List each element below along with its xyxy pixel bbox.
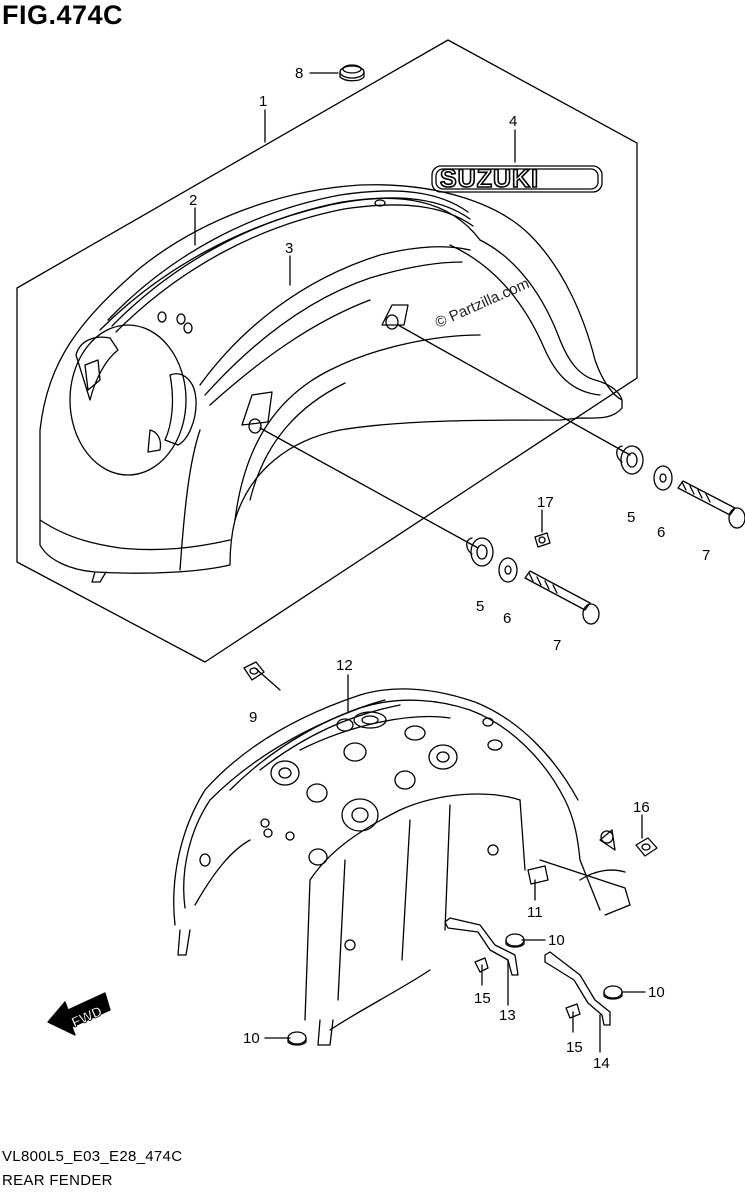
callout-9: 9 bbox=[249, 709, 257, 726]
callout-14: 14 bbox=[593, 1055, 610, 1072]
leader-axis-left bbox=[259, 427, 479, 549]
nut-17 bbox=[534, 532, 551, 548]
washer-6-left bbox=[498, 557, 518, 583]
callout-13: 13 bbox=[499, 1007, 516, 1024]
bolt-7-right bbox=[677, 480, 745, 529]
nut-10-b bbox=[603, 985, 623, 1000]
clip-15-b bbox=[565, 1003, 581, 1019]
leader-9 bbox=[254, 667, 281, 691]
callout-8: 8 bbox=[295, 65, 303, 82]
callout-2: 2 bbox=[189, 192, 197, 209]
bracket-13 bbox=[444, 917, 519, 976]
callout-1: 1 bbox=[259, 93, 267, 110]
suzuki-emblem-outline bbox=[431, 165, 603, 193]
callout-3: 3 bbox=[285, 240, 293, 257]
callout-4: 4 bbox=[509, 113, 517, 130]
figure-name: REAR FENDER bbox=[2, 1172, 113, 1189]
callout-16: 16 bbox=[633, 799, 650, 816]
clip-15-a bbox=[474, 957, 489, 973]
figure-code: VL800L5_E03_E28_474C bbox=[2, 1148, 183, 1165]
nut-16 bbox=[635, 837, 658, 857]
callout-7-left: 7 bbox=[553, 637, 561, 654]
bracket-14 bbox=[544, 951, 611, 1026]
nut-10-c bbox=[287, 1031, 307, 1046]
spacer-5-left bbox=[466, 537, 494, 567]
rear-fender-part bbox=[39, 184, 623, 583]
nut-9 bbox=[243, 661, 265, 681]
suzuki-logo-text: SUZUKI bbox=[440, 165, 539, 193]
bolt-7-left bbox=[524, 570, 600, 625]
callout-numbers: 8 1 4 2 3 17 5 6 7 5 6 7 12 9 16 11 10 1… bbox=[189, 65, 710, 1072]
figure-title: FIG.474C bbox=[2, 0, 124, 30]
callout-11: 11 bbox=[527, 904, 543, 921]
callout-6-right: 6 bbox=[657, 524, 665, 541]
callout-10-a: 10 bbox=[548, 932, 565, 949]
callout-7-right: 7 bbox=[702, 547, 710, 564]
label-11 bbox=[527, 865, 549, 885]
washer-6-right bbox=[653, 465, 673, 491]
callout-15-a: 15 bbox=[474, 990, 491, 1007]
inner-fender-part bbox=[173, 688, 631, 1046]
callout-12: 12 bbox=[336, 657, 353, 674]
callout-5-right: 5 bbox=[627, 509, 635, 526]
callout-15-b: 15 bbox=[566, 1039, 583, 1056]
callout-10-b: 10 bbox=[648, 984, 665, 1001]
callout-17: 17 bbox=[537, 494, 554, 511]
nut-10-a bbox=[505, 933, 525, 948]
fwd-arrow-outline bbox=[47, 992, 111, 1036]
leader-axis-right bbox=[397, 324, 631, 456]
callout-10-c: 10 bbox=[243, 1030, 260, 1047]
spacer-5-right bbox=[616, 445, 644, 475]
grommet-8 bbox=[339, 64, 365, 82]
callout-6-left: 6 bbox=[503, 610, 511, 627]
watermark: © Partzilla.com bbox=[433, 275, 532, 332]
suzuki-emblem-inner bbox=[435, 168, 599, 190]
assembly-border bbox=[16, 39, 638, 663]
callout-5-left: 5 bbox=[476, 598, 484, 615]
